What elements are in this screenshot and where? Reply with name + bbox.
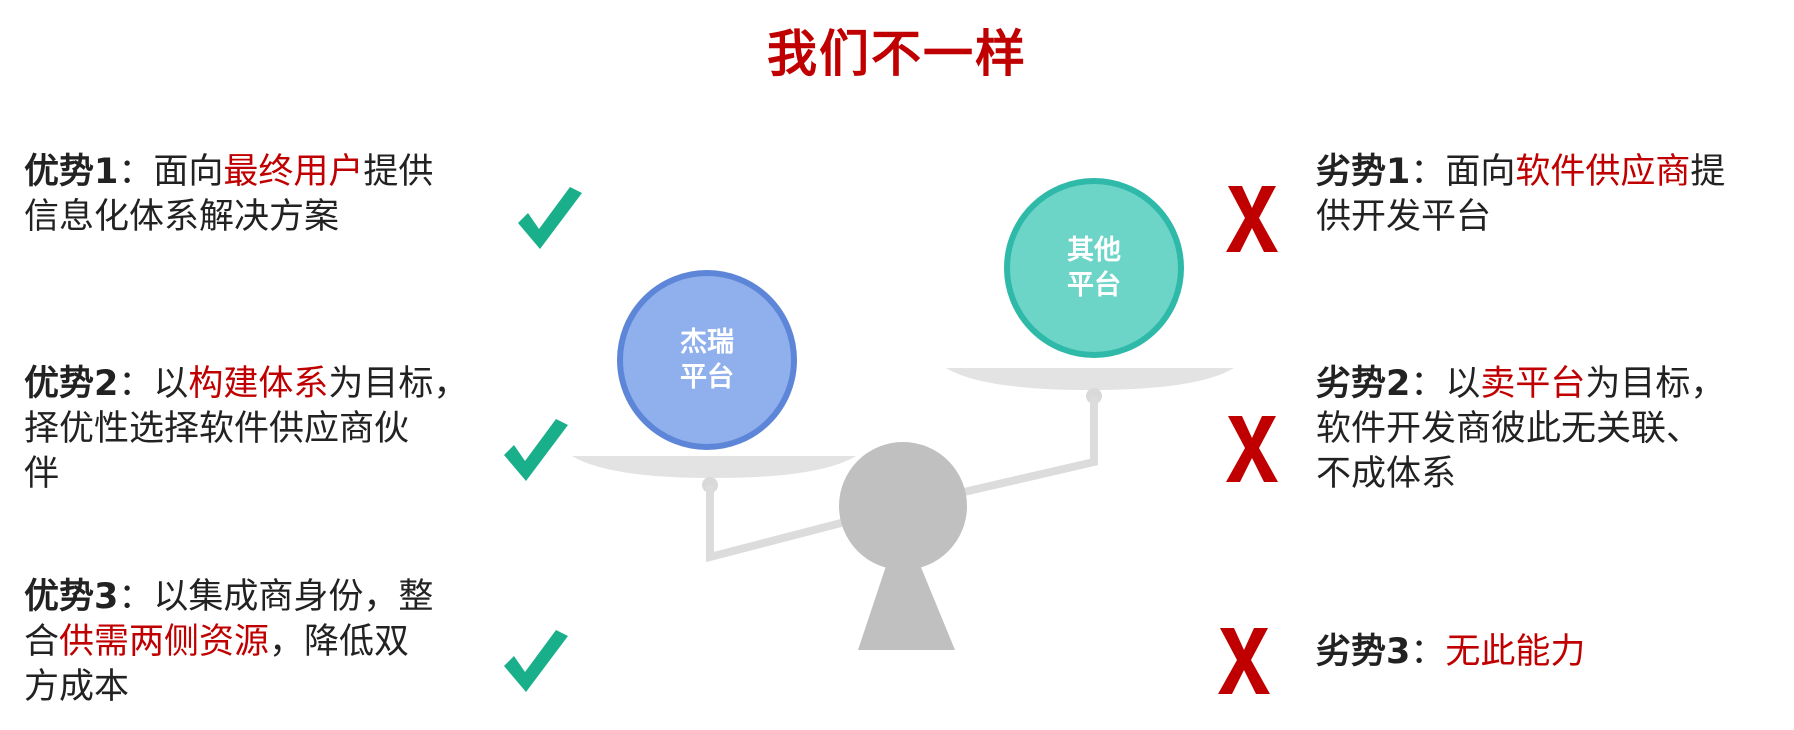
other-ball-line1: 其他 <box>1067 235 1121 266</box>
other-ball-label: 其他 平台 <box>1014 233 1174 303</box>
cross-icon <box>1226 416 1278 482</box>
advantage-1: 优势1：面向最终用户提供 信息化体系解决方案 <box>24 150 494 240</box>
left-rod <box>706 485 847 563</box>
advantage-2-sep: ： <box>118 364 154 404</box>
disadvantage-3-label: 劣势3 <box>1316 632 1411 672</box>
advantage-3-line2-pre: 合 <box>24 622 60 662</box>
advantage-2: 优势2：以构建体系为目标， 择优性选择软件供应商伙 伴 <box>24 362 514 497</box>
disadvantage-1-highlight: 软件供应商 <box>1515 152 1691 192</box>
advantage-3-pre: 以集成商身份，整 <box>153 577 434 617</box>
advantage-3-line2-post: ，降低双 <box>269 622 410 662</box>
disadvantage-1: 劣势1：面向软件供应商提 供开发平台 <box>1316 150 1786 240</box>
disadvantage-1-line2: 供开发平台 <box>1316 197 1492 237</box>
disadvantage-2-sep: ： <box>1410 364 1446 404</box>
advantage-2-highlight: 构建体系 <box>188 364 329 404</box>
advantage-2-post: 为目标， <box>328 364 469 404</box>
advantage-2-line3: 伴 <box>24 454 60 494</box>
disadvantage-1-pre: 面向 <box>1445 152 1516 192</box>
check-icon <box>504 419 568 481</box>
disadvantage-3: 劣势3：无此能力 <box>1316 630 1786 675</box>
jierui-ball-label: 杰瑞 平台 <box>627 325 787 395</box>
right-rod <box>963 396 1098 496</box>
advantage-1-label: 优势1 <box>24 152 119 192</box>
check-icon <box>504 630 568 692</box>
disadvantage-1-sep: ： <box>1410 152 1446 192</box>
cross-icon <box>1218 628 1270 694</box>
disadvantage-3-sep: ： <box>1410 632 1446 672</box>
disadvantage-2-label: 劣势2 <box>1316 364 1411 404</box>
advantage-1-line2: 信息化体系解决方案 <box>24 197 340 237</box>
advantage-1-post: 提供 <box>363 152 434 192</box>
advantage-3-line3: 方成本 <box>24 667 130 707</box>
disadvantage-1-post: 提 <box>1690 152 1726 192</box>
jierui-ball-line1: 杰瑞 <box>680 327 734 358</box>
jierui-ball <box>617 270 797 450</box>
disadvantage-1-label: 劣势1 <box>1316 152 1411 192</box>
disadvantage-2-pre: 以 <box>1445 364 1481 404</box>
advantage-3: 优势3：以集成商身份，整 合供需两侧资源，降低双 方成本 <box>24 575 494 710</box>
advantage-1-pre: 面向 <box>153 152 224 192</box>
check-icon <box>518 187 582 249</box>
advantage-2-label: 优势2 <box>24 364 119 404</box>
disadvantage-2-post: 为目标， <box>1585 364 1726 404</box>
advantage-3-label: 优势3 <box>24 577 119 617</box>
page-title: 我们不一样 <box>767 25 1027 83</box>
disadvantage-2: 劣势2：以卖平台为目标， 软件开发商彼此无关联、 不成体系 <box>1316 362 1786 497</box>
disadvantage-2-line3: 不成体系 <box>1316 454 1457 494</box>
left-pan <box>572 456 856 478</box>
right-pan <box>946 368 1234 390</box>
other-ball-line2: 平台 <box>1067 270 1121 301</box>
cross-icon <box>1226 186 1278 252</box>
scale-base <box>858 560 955 650</box>
other-ball <box>1004 178 1184 358</box>
disadvantage-2-highlight: 卖平台 <box>1480 364 1586 404</box>
jierui-ball-line2: 平台 <box>680 362 734 393</box>
disadvantage-2-line2: 软件开发商彼此无关联、 <box>1316 409 1702 449</box>
advantage-2-line2: 择优性选择软件供应商伙 <box>24 409 410 449</box>
advantage-3-highlight: 供需两侧资源 <box>59 622 270 662</box>
disadvantage-3-highlight: 无此能力 <box>1445 632 1586 672</box>
advantage-2-pre: 以 <box>153 364 189 404</box>
advantage-1-sep: ： <box>118 152 154 192</box>
advantage-3-sep: ： <box>118 577 154 617</box>
advantage-1-highlight: 最终用户 <box>223 152 364 192</box>
scale-head <box>839 442 967 570</box>
